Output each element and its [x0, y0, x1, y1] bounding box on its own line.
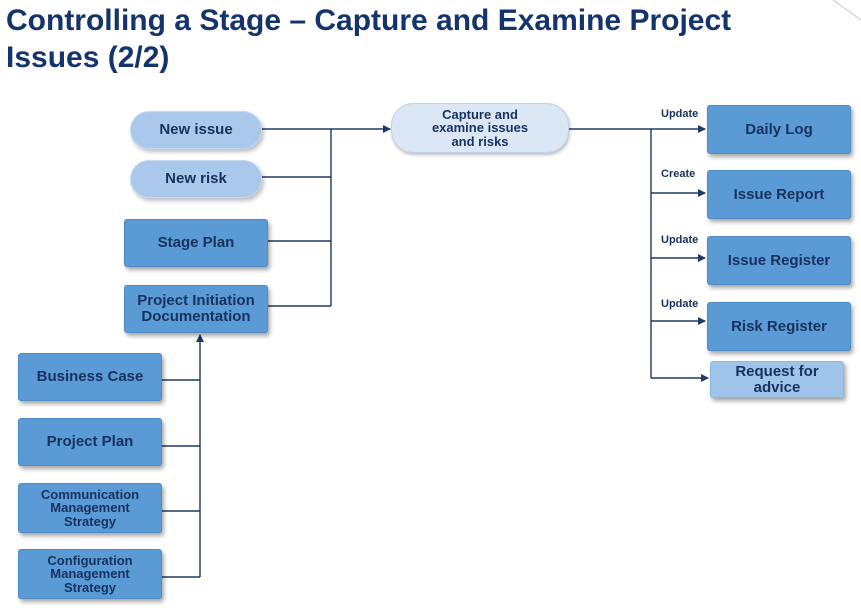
action-label-issue-register: Update: [661, 234, 699, 246]
configuration-strategy-label: Configuration Management Strategy: [47, 552, 133, 595]
configuration-strategy-input: Configuration Management Strategy: [18, 549, 162, 599]
action-label-risk-register: Update: [661, 298, 699, 310]
issue-report-output: Issue Report: [707, 170, 851, 219]
business-case-input: Business Case: [18, 353, 162, 401]
project-plan-label: Project Plan: [46, 433, 134, 451]
action-label-issue-report: Create: [661, 168, 696, 180]
request-advice-output: Request for advice: [710, 361, 844, 398]
new-issue-label: New issue: [159, 121, 233, 139]
stage-plan-label: Stage Plan: [157, 234, 235, 252]
capture-examine-process: Capture and examine issues and risks: [391, 103, 569, 153]
page-title: Controlling a Stage – Capture and Examin…: [6, 4, 732, 74]
new-risk-label: New risk: [165, 170, 227, 188]
request-advice-label: Request for advice: [735, 362, 819, 396]
pid-label: Project Initiation Documentation: [137, 292, 255, 325]
new-issue-input: New issue: [130, 111, 262, 149]
corner-decoration: [832, 0, 861, 21]
communication-strategy-label: Communication Management Strategy: [40, 486, 140, 529]
process-label: Capture and examine issues and risks: [431, 106, 529, 149]
pid-input: Project Initiation Documentation: [124, 285, 268, 333]
risk-register-output: Risk Register: [707, 302, 851, 351]
communication-strategy-input: Communication Management Strategy: [18, 483, 162, 533]
new-risk-input: New risk: [130, 160, 262, 198]
daily-log-output: Daily Log: [707, 105, 851, 154]
project-plan-input: Project Plan: [18, 418, 162, 466]
action-label-daily-log: Update: [661, 108, 699, 120]
issue-report-label: Issue Report: [733, 185, 825, 203]
issue-register-output: Issue Register: [707, 236, 851, 285]
stage-plan-input: Stage Plan: [124, 219, 268, 267]
risk-register-label: Risk Register: [731, 317, 827, 335]
issue-register-label: Issue Register: [727, 251, 831, 269]
daily-log-label: Daily Log: [745, 120, 813, 138]
business-case-label: Business Case: [36, 368, 144, 386]
